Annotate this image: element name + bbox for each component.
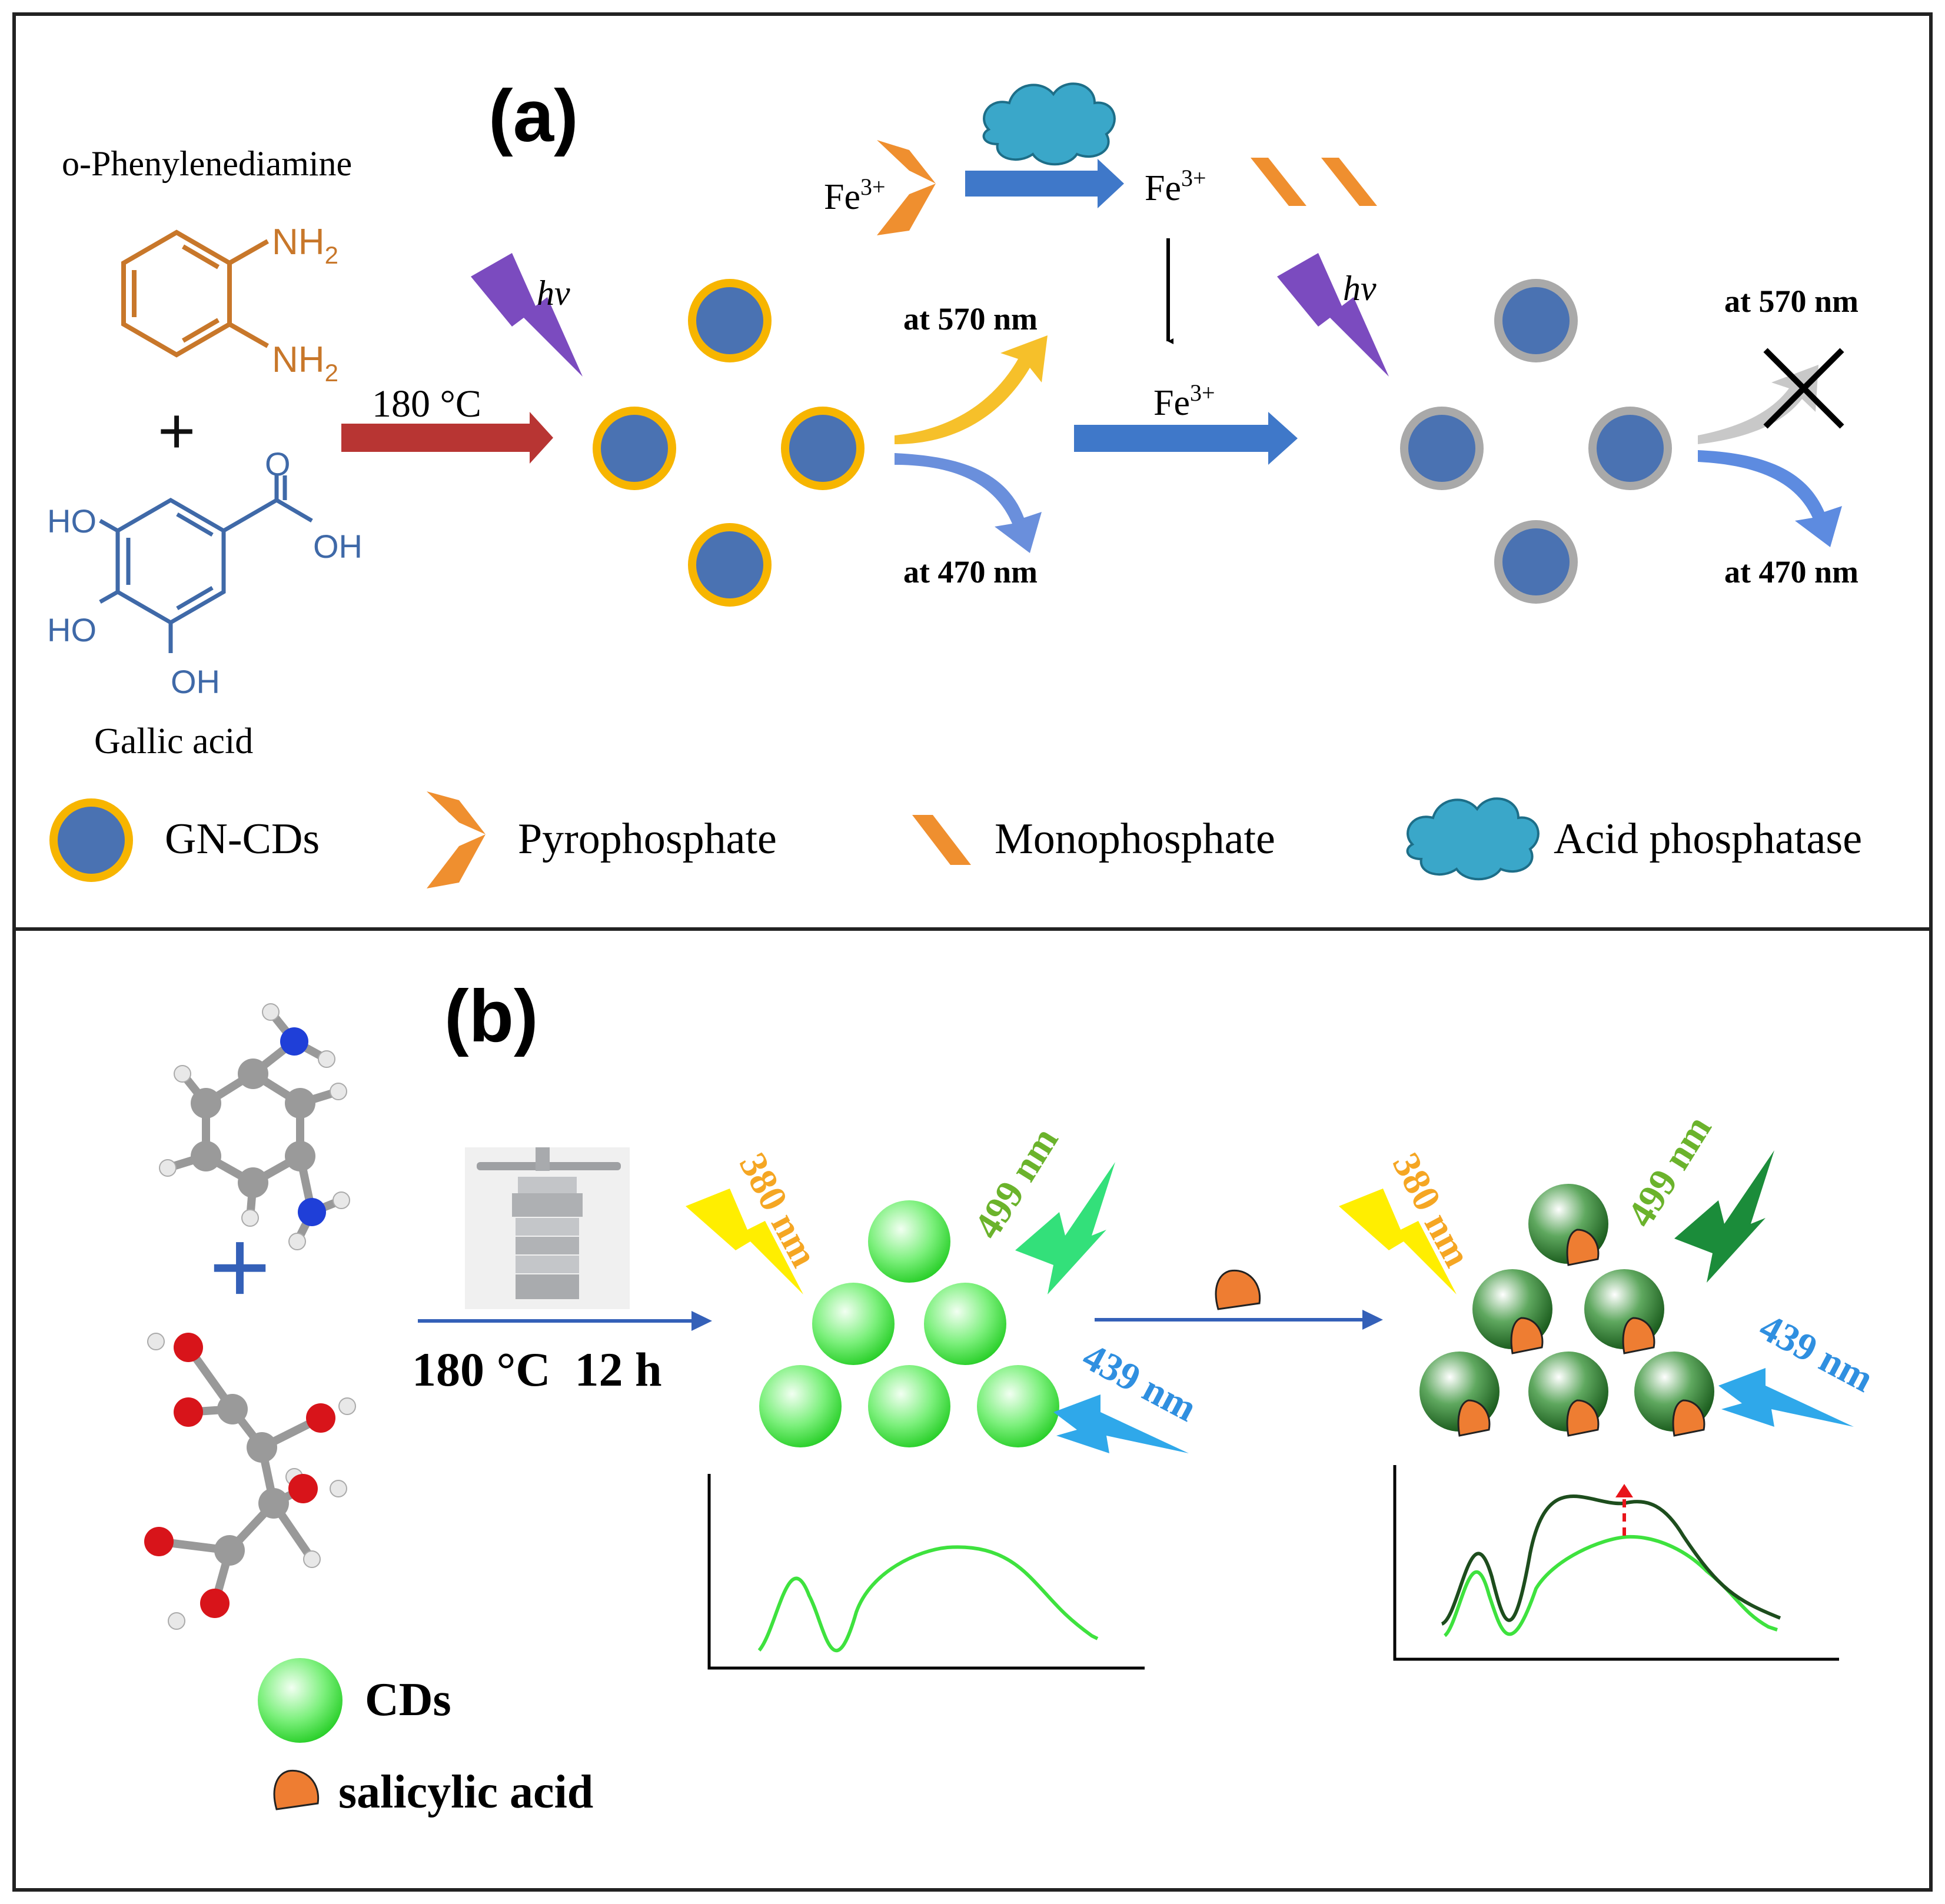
synthesis-temp: 180 °C bbox=[372, 382, 481, 425]
panel-b-frame bbox=[12, 927, 1933, 1892]
at570-label-a: at 570 nm bbox=[903, 301, 1038, 337]
em439-label-b: 439 nm bbox=[1753, 1306, 1880, 1401]
ho-mid-label: HO bbox=[47, 611, 97, 648]
panel-a-label: (a) bbox=[488, 75, 578, 157]
acid-model bbox=[144, 1333, 356, 1630]
legend-pyrophosphate-icon bbox=[427, 791, 486, 888]
nh2-bottom-label: NH2 bbox=[272, 339, 338, 387]
plus-a: + bbox=[158, 395, 195, 467]
panel-b-label: (b) bbox=[444, 976, 538, 1057]
gallic-acid-structure bbox=[99, 475, 313, 653]
emission-arrow-570 bbox=[895, 335, 1048, 444]
pyrophosphate-icon bbox=[877, 140, 936, 235]
synthesis-arrow-b bbox=[418, 1311, 712, 1331]
legend-acid-phosphatase-icon bbox=[1406, 797, 1540, 881]
legend-monophosphate: Monophosphate bbox=[995, 815, 1275, 863]
oh-acid-label: OH bbox=[313, 528, 363, 565]
fe-label-left: Fe3+ bbox=[824, 174, 886, 217]
emission-bolt-439-a bbox=[1053, 1394, 1189, 1453]
emission-bolt-499-a bbox=[1015, 1162, 1115, 1294]
fe-label-arrow: Fe3+ bbox=[1153, 380, 1215, 423]
addition-arrow bbox=[1095, 1310, 1383, 1330]
legend-cds: CDs bbox=[365, 1674, 451, 1726]
excitation-bolt-a bbox=[686, 1189, 803, 1294]
legend-monophosphate-icon bbox=[912, 815, 971, 865]
enzyme-arrow bbox=[965, 159, 1124, 208]
cross-icon bbox=[1763, 348, 1844, 429]
o-acid-label: O bbox=[265, 445, 291, 482]
gn-cds-cluster-off bbox=[1400, 279, 1672, 604]
legend-acid-phosphatase: Acid phosphatase bbox=[1554, 815, 1862, 863]
spectrum-plot-1 bbox=[707, 1474, 1145, 1670]
blocked-emission-arrow bbox=[1698, 365, 1818, 444]
at470-label-a: at 470 nm bbox=[903, 554, 1038, 590]
nh2-top-label: NH2 bbox=[272, 222, 338, 269]
ho-top-label: HO bbox=[47, 502, 97, 540]
plus-b: + bbox=[209, 1208, 271, 1326]
ex380-label-b: 380 nm bbox=[1384, 1146, 1479, 1274]
legend-cds-icon bbox=[258, 1658, 343, 1743]
emission-bolt-439-b bbox=[1718, 1368, 1854, 1427]
lightning-icon bbox=[471, 253, 583, 377]
emission-bolt-499-b bbox=[1674, 1150, 1774, 1283]
hv-label-2: hv bbox=[1343, 269, 1377, 308]
o-phenylenediamine-model bbox=[159, 1003, 350, 1250]
spectrum-curve-1 bbox=[757, 1545, 1099, 1653]
salicylic-icon bbox=[1215, 1269, 1261, 1310]
legend-salicylic: salicylic acid bbox=[338, 1766, 593, 1818]
reactant2-name: Gallic acid bbox=[94, 721, 253, 761]
spectrum-curve-dark bbox=[1441, 1494, 1781, 1626]
increase-arrowhead bbox=[1615, 1484, 1633, 1497]
legend-gn-cds-icon bbox=[49, 798, 133, 882]
legend-salicylic-icon bbox=[273, 1769, 320, 1810]
emission-arrow-470-a bbox=[895, 453, 1042, 553]
synthesis-conditions: 180 °C 12 h bbox=[412, 1343, 662, 1396]
legend-gn-cds: GN-CDs bbox=[165, 815, 320, 863]
fe-label-mid: Fe3+ bbox=[1145, 165, 1206, 208]
ex380-label-a: 380 nm bbox=[731, 1146, 826, 1274]
gn-cds-cluster-on bbox=[593, 279, 865, 607]
o-phenylenediamine-structure bbox=[121, 229, 269, 358]
oh-bottom-label: OH bbox=[171, 663, 220, 700]
cds-cluster bbox=[759, 1200, 1059, 1447]
legend-pyrophosphate: Pyrophosphate bbox=[518, 815, 777, 863]
excitation-bolt-b bbox=[1339, 1189, 1457, 1294]
autoclave-icon bbox=[465, 1147, 630, 1309]
acid-phosphatase-icon bbox=[982, 82, 1116, 166]
quench-arrow bbox=[1074, 412, 1298, 465]
reactant1-name: o-Phenylenediamine bbox=[62, 144, 352, 183]
at470-label-b: at 470 nm bbox=[1724, 554, 1858, 590]
cds-salicylic-cluster bbox=[1419, 1184, 1714, 1437]
spectrum-plot-2 bbox=[1393, 1465, 1839, 1661]
lightning-icon bbox=[1277, 253, 1389, 377]
at570-label-b: at 570 nm bbox=[1724, 284, 1858, 319]
hv-label-1: hv bbox=[537, 274, 570, 312]
emission-arrow-470-b bbox=[1698, 450, 1842, 547]
synthesis-arrow bbox=[341, 412, 553, 464]
monophosphate-icon bbox=[1251, 158, 1377, 206]
